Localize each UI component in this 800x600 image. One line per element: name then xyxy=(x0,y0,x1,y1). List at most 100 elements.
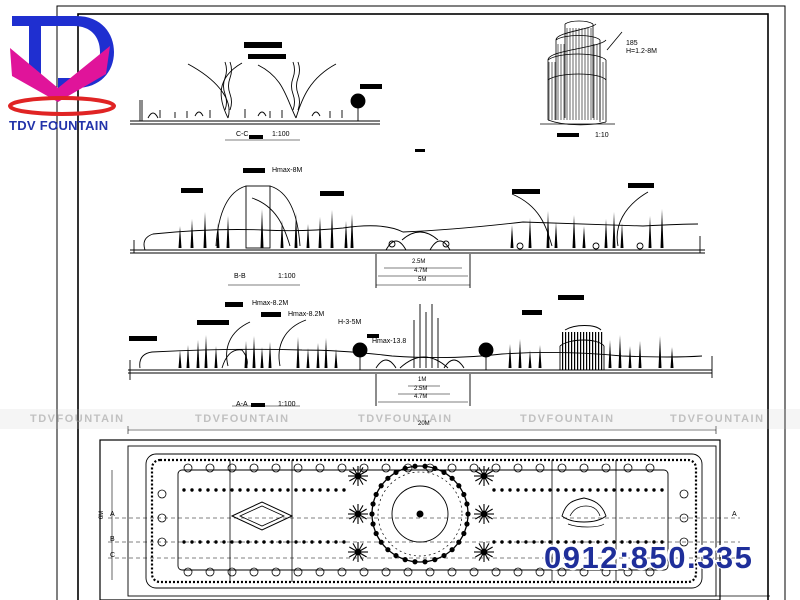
nozzle-dot xyxy=(310,488,314,492)
jet-spike xyxy=(178,350,182,368)
jet-spike xyxy=(204,335,208,368)
nozzle-dot xyxy=(182,488,186,492)
nozzle-circle xyxy=(491,567,501,577)
nozzle-dot xyxy=(206,540,210,544)
jet-spike xyxy=(324,338,328,368)
nozzle-dot xyxy=(500,488,504,492)
nozzle-circle xyxy=(535,567,545,577)
nozzle-circle xyxy=(557,463,567,473)
nozzle-dot xyxy=(270,488,274,492)
jet-spike xyxy=(226,216,230,248)
nozzle-circle xyxy=(579,567,589,577)
nozzle-dot xyxy=(620,488,624,492)
nozzle-circle xyxy=(315,567,325,577)
nozzle-dot xyxy=(294,488,298,492)
spiral-bar xyxy=(574,332,576,370)
starburst-center xyxy=(480,548,488,556)
nozzle-circle xyxy=(579,463,589,473)
nozzle-circle xyxy=(271,463,281,473)
ring-nozzle xyxy=(393,552,399,559)
section-aa-jets xyxy=(178,332,674,370)
nozzle-dot xyxy=(318,488,322,492)
nozzle-dot xyxy=(492,540,496,544)
section-bb-height: Hmax-8M xyxy=(272,167,303,174)
spiral-bar xyxy=(562,332,564,370)
ring-nozzle xyxy=(402,465,408,471)
nozzle-dot xyxy=(556,540,560,544)
nozzle-circle xyxy=(205,567,215,577)
nozzle-dot xyxy=(508,488,512,492)
nozzle-dot xyxy=(628,488,632,492)
plan-axis-label: A xyxy=(732,511,737,518)
nozzle-dot xyxy=(636,540,640,544)
spiral-bar xyxy=(577,332,579,370)
section-aa-height-3: H-3-5M xyxy=(338,319,362,326)
nozzle-dot xyxy=(254,540,258,544)
spiral-bar xyxy=(568,332,570,370)
jet-spike xyxy=(318,217,322,248)
nozzle-circle xyxy=(601,463,611,473)
jet-spike xyxy=(546,211,550,248)
nozzle-dot xyxy=(652,488,656,492)
jet-spike xyxy=(658,336,662,368)
jet-spike xyxy=(554,222,558,248)
starburst-center xyxy=(354,548,362,556)
nozzle-circle xyxy=(513,463,523,473)
nozzle-dot xyxy=(580,540,584,544)
nozzle-circle xyxy=(293,567,303,577)
nozzle-dot xyxy=(246,540,250,544)
jet-spike xyxy=(538,345,542,368)
nozzle-circle xyxy=(205,463,215,473)
nozzle-dot xyxy=(524,540,528,544)
ring-nozzle xyxy=(373,491,379,498)
ring-nozzle xyxy=(373,530,379,537)
ring-nozzle xyxy=(441,552,447,559)
nozzle-circle xyxy=(183,567,193,577)
nozzle-circle xyxy=(535,463,545,473)
nozzle-dot xyxy=(588,540,592,544)
redacted-labels xyxy=(129,42,654,407)
nozzle-dot xyxy=(524,488,528,492)
section-bb-scale: 1:100 xyxy=(278,273,296,280)
nozzle-dot xyxy=(532,488,536,492)
logo-swoosh-icon xyxy=(10,46,110,102)
nozzle-dot xyxy=(278,488,282,492)
nozzle-dot xyxy=(572,488,576,492)
section-bb-dim: 2.5M xyxy=(412,259,426,265)
starburst-center xyxy=(480,510,488,518)
nozzle-dot xyxy=(564,488,568,492)
nozzle-dot xyxy=(540,540,544,544)
ring-nozzle xyxy=(465,511,471,517)
jet-spike xyxy=(660,209,664,248)
nozzle-dot xyxy=(302,488,306,492)
spiral-bar xyxy=(592,332,594,370)
ring-nozzle xyxy=(370,521,376,527)
nozzle-dot xyxy=(262,540,266,544)
jet-spike xyxy=(510,225,514,248)
section-bb-label: B-B xyxy=(234,273,246,280)
jet-spike xyxy=(296,337,300,368)
section-bb-dim: 4.7M xyxy=(414,268,428,274)
nozzle-dot xyxy=(310,540,314,544)
nozzle-circle xyxy=(157,537,167,547)
nozzle-circle xyxy=(183,463,193,473)
spiral-bar xyxy=(571,332,573,370)
ring-nozzle xyxy=(412,559,418,565)
plan-axis-label: B xyxy=(110,536,115,543)
nozzle-circle xyxy=(645,567,655,577)
spiral-bar xyxy=(586,332,588,370)
nozzle-circle xyxy=(315,463,325,473)
nozzle-dot xyxy=(214,540,218,544)
jet-spike xyxy=(268,342,272,368)
nozzle-circle xyxy=(601,567,611,577)
tdv-logo xyxy=(8,16,116,116)
jet-spike xyxy=(186,345,190,368)
ring-nozzle xyxy=(449,547,455,553)
nozzle-dot xyxy=(644,540,648,544)
nozzle-circle xyxy=(293,463,303,473)
nozzle-dot xyxy=(644,488,648,492)
nozzle-dot xyxy=(652,540,656,544)
nozzle-dot xyxy=(334,540,338,544)
section-cc-label: C-C xyxy=(236,131,249,138)
watermark-text: TDVFOUNTAIN xyxy=(195,413,290,425)
